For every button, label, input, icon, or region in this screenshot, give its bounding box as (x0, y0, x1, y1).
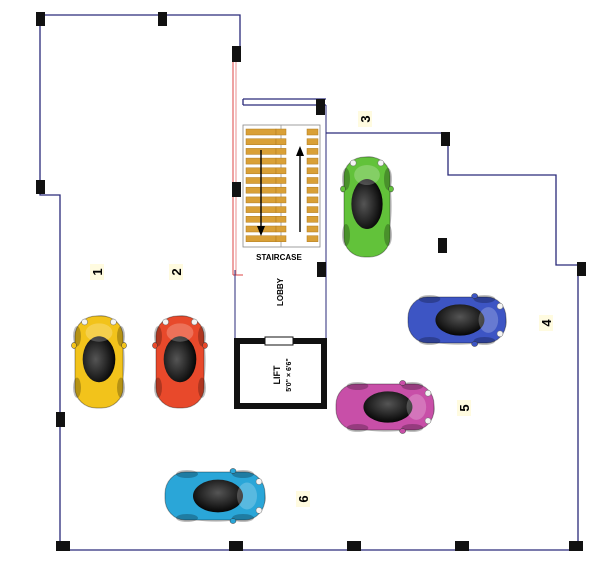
column (232, 182, 241, 197)
stair-tread (306, 206, 319, 213)
columns (36, 12, 586, 551)
stair-tread (275, 167, 287, 175)
column (569, 541, 583, 551)
stair-tread (275, 225, 287, 233)
spot-labels: 1 2 3 4 5 6 (90, 111, 554, 507)
stair-tread (306, 148, 319, 155)
spot-number-5: 5 (457, 400, 472, 416)
column (56, 412, 65, 427)
column (317, 262, 326, 277)
cars (71, 156, 507, 524)
lift: LIFT 5'0" × 6'6" (234, 336, 327, 409)
spot-number-6: 6 (296, 491, 311, 507)
spot-number-3: 3 (358, 111, 373, 127)
column (316, 99, 325, 115)
column (347, 541, 361, 551)
boundary-walls (39, 14, 579, 551)
column (232, 46, 241, 62)
partition-wall (232, 55, 243, 276)
car-roof (363, 391, 413, 423)
stair-tread (306, 225, 319, 233)
stair-tread (306, 167, 319, 175)
staircase: STAIRCASE (242, 124, 321, 262)
column (455, 541, 469, 551)
stair-tread (306, 235, 319, 242)
car-3 (340, 156, 394, 258)
spot-number-2: 2 (169, 264, 184, 280)
car-roof (351, 179, 383, 229)
column (36, 180, 45, 194)
svg-text:5: 5 (457, 404, 472, 411)
column (36, 12, 45, 26)
stair-tread (245, 235, 277, 242)
stair-tread (275, 128, 287, 136)
car-1 (71, 315, 127, 409)
stair-tread (275, 148, 287, 155)
stair-tread (275, 235, 287, 242)
svg-text:2: 2 (169, 268, 184, 275)
lobby: LOBBY (234, 105, 327, 340)
stair-tread (306, 177, 319, 184)
column (56, 541, 70, 551)
svg-text:6: 6 (296, 495, 311, 502)
stair-tread (275, 186, 287, 194)
stair-tread (275, 206, 287, 213)
column (577, 262, 586, 276)
stair-tread (275, 138, 287, 145)
svg-text:3: 3 (358, 115, 373, 122)
svg-text:4: 4 (539, 319, 554, 327)
car-roof (193, 479, 243, 513)
stair-tread (306, 186, 319, 194)
stair-tread (275, 196, 287, 204)
stair-tread (275, 177, 287, 184)
lift-label: LIFT (272, 365, 282, 384)
spot-number-4: 4 (539, 315, 554, 331)
car-roof (163, 336, 197, 383)
column (158, 12, 167, 26)
car-2 (152, 315, 208, 409)
svg-text:1: 1 (90, 268, 105, 275)
stair-tread (275, 157, 287, 165)
stair-tread (275, 216, 287, 223)
stair-tread (306, 157, 319, 165)
stair-tread (306, 128, 319, 136)
spot-number-1: 1 (90, 264, 105, 280)
column (441, 132, 450, 146)
car-4 (407, 293, 507, 347)
stair-tread (245, 128, 277, 136)
stair-tread (306, 138, 319, 145)
car-roof (435, 304, 485, 336)
car-5 (335, 380, 435, 434)
staircase-label: STAIRCASE (256, 253, 302, 262)
car-roof (82, 336, 116, 383)
stair-tread (245, 138, 277, 145)
column (438, 238, 447, 253)
lift-size: 5'0" × 6'6" (286, 358, 293, 392)
stair-tread (306, 216, 319, 223)
lobby-label: LOBBY (276, 277, 285, 306)
stair-tread (306, 196, 319, 204)
car-6 (164, 468, 266, 524)
column (229, 541, 243, 551)
